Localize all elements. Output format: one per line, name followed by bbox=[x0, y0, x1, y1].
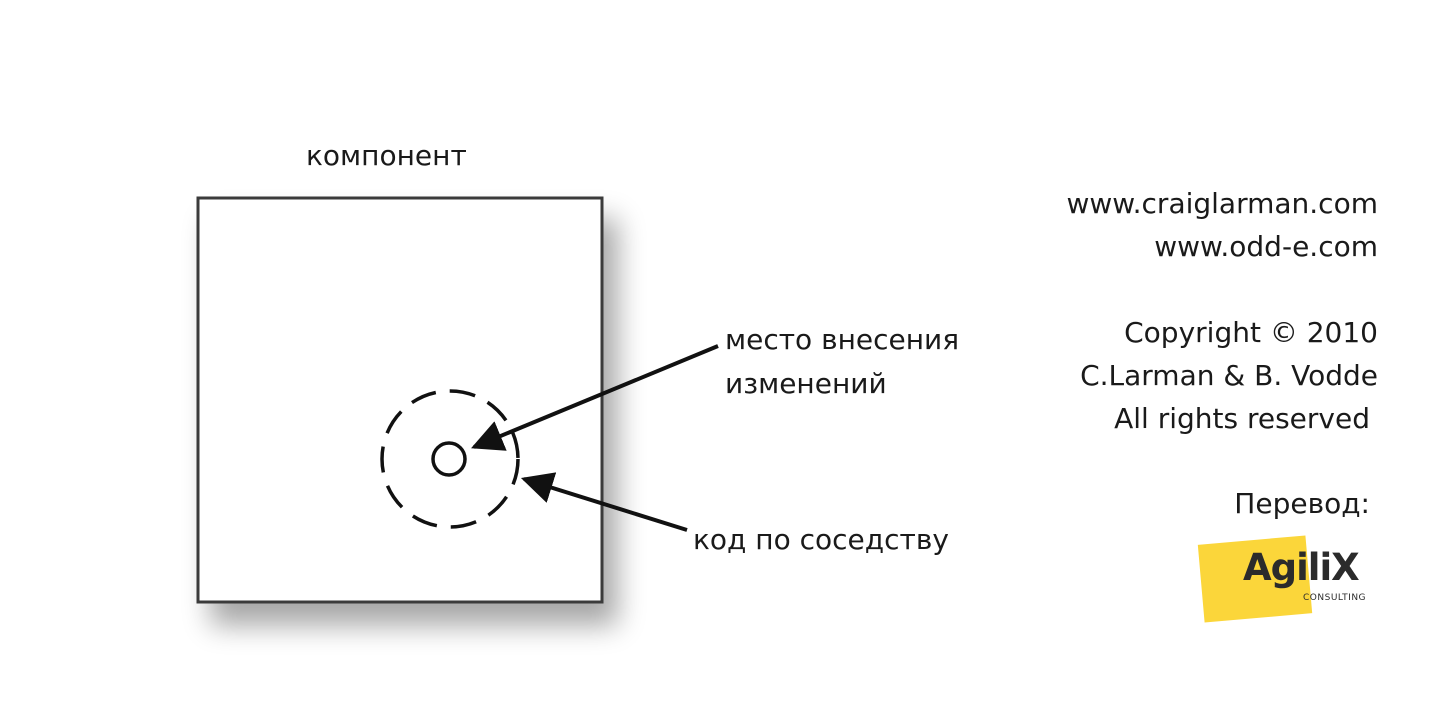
component-title: компонент bbox=[306, 139, 467, 172]
change-point-arrow bbox=[471, 344, 719, 451]
translation-label: Перевод: bbox=[1234, 487, 1370, 520]
credits-block: www.craiglarman.com www.odd-e.com Copyri… bbox=[1067, 182, 1379, 440]
neighbor-code-circle bbox=[380, 389, 520, 529]
site-link-odd-e: www.odd-e.com bbox=[1154, 230, 1378, 263]
authors-text: C.Larman & B. Vodde bbox=[1080, 359, 1378, 392]
rights-text: All rights reserved bbox=[1114, 402, 1370, 435]
logo-subtext: CONSULTING bbox=[1303, 593, 1367, 603]
change-point-label-line-2: изменений bbox=[725, 367, 887, 400]
logo-wordmark: AgiliX bbox=[1243, 546, 1360, 589]
site-link-craiglarman: www.craiglarman.com bbox=[1066, 187, 1379, 220]
agilix-logo: AgiliX CONSULTING bbox=[1197, 534, 1389, 624]
credits-spacer bbox=[1067, 268, 1379, 311]
change-point-circle bbox=[431, 441, 467, 477]
neighbor-code-arrow bbox=[520, 472, 688, 532]
neighbor-code-label: код по соседству bbox=[693, 523, 949, 556]
change-point-label: место внесения изменений bbox=[725, 318, 959, 406]
copyright-text: Copyright © 2010 bbox=[1124, 316, 1378, 349]
component-box bbox=[196, 196, 604, 604]
change-point-label-line-1: место внесения bbox=[725, 323, 960, 356]
